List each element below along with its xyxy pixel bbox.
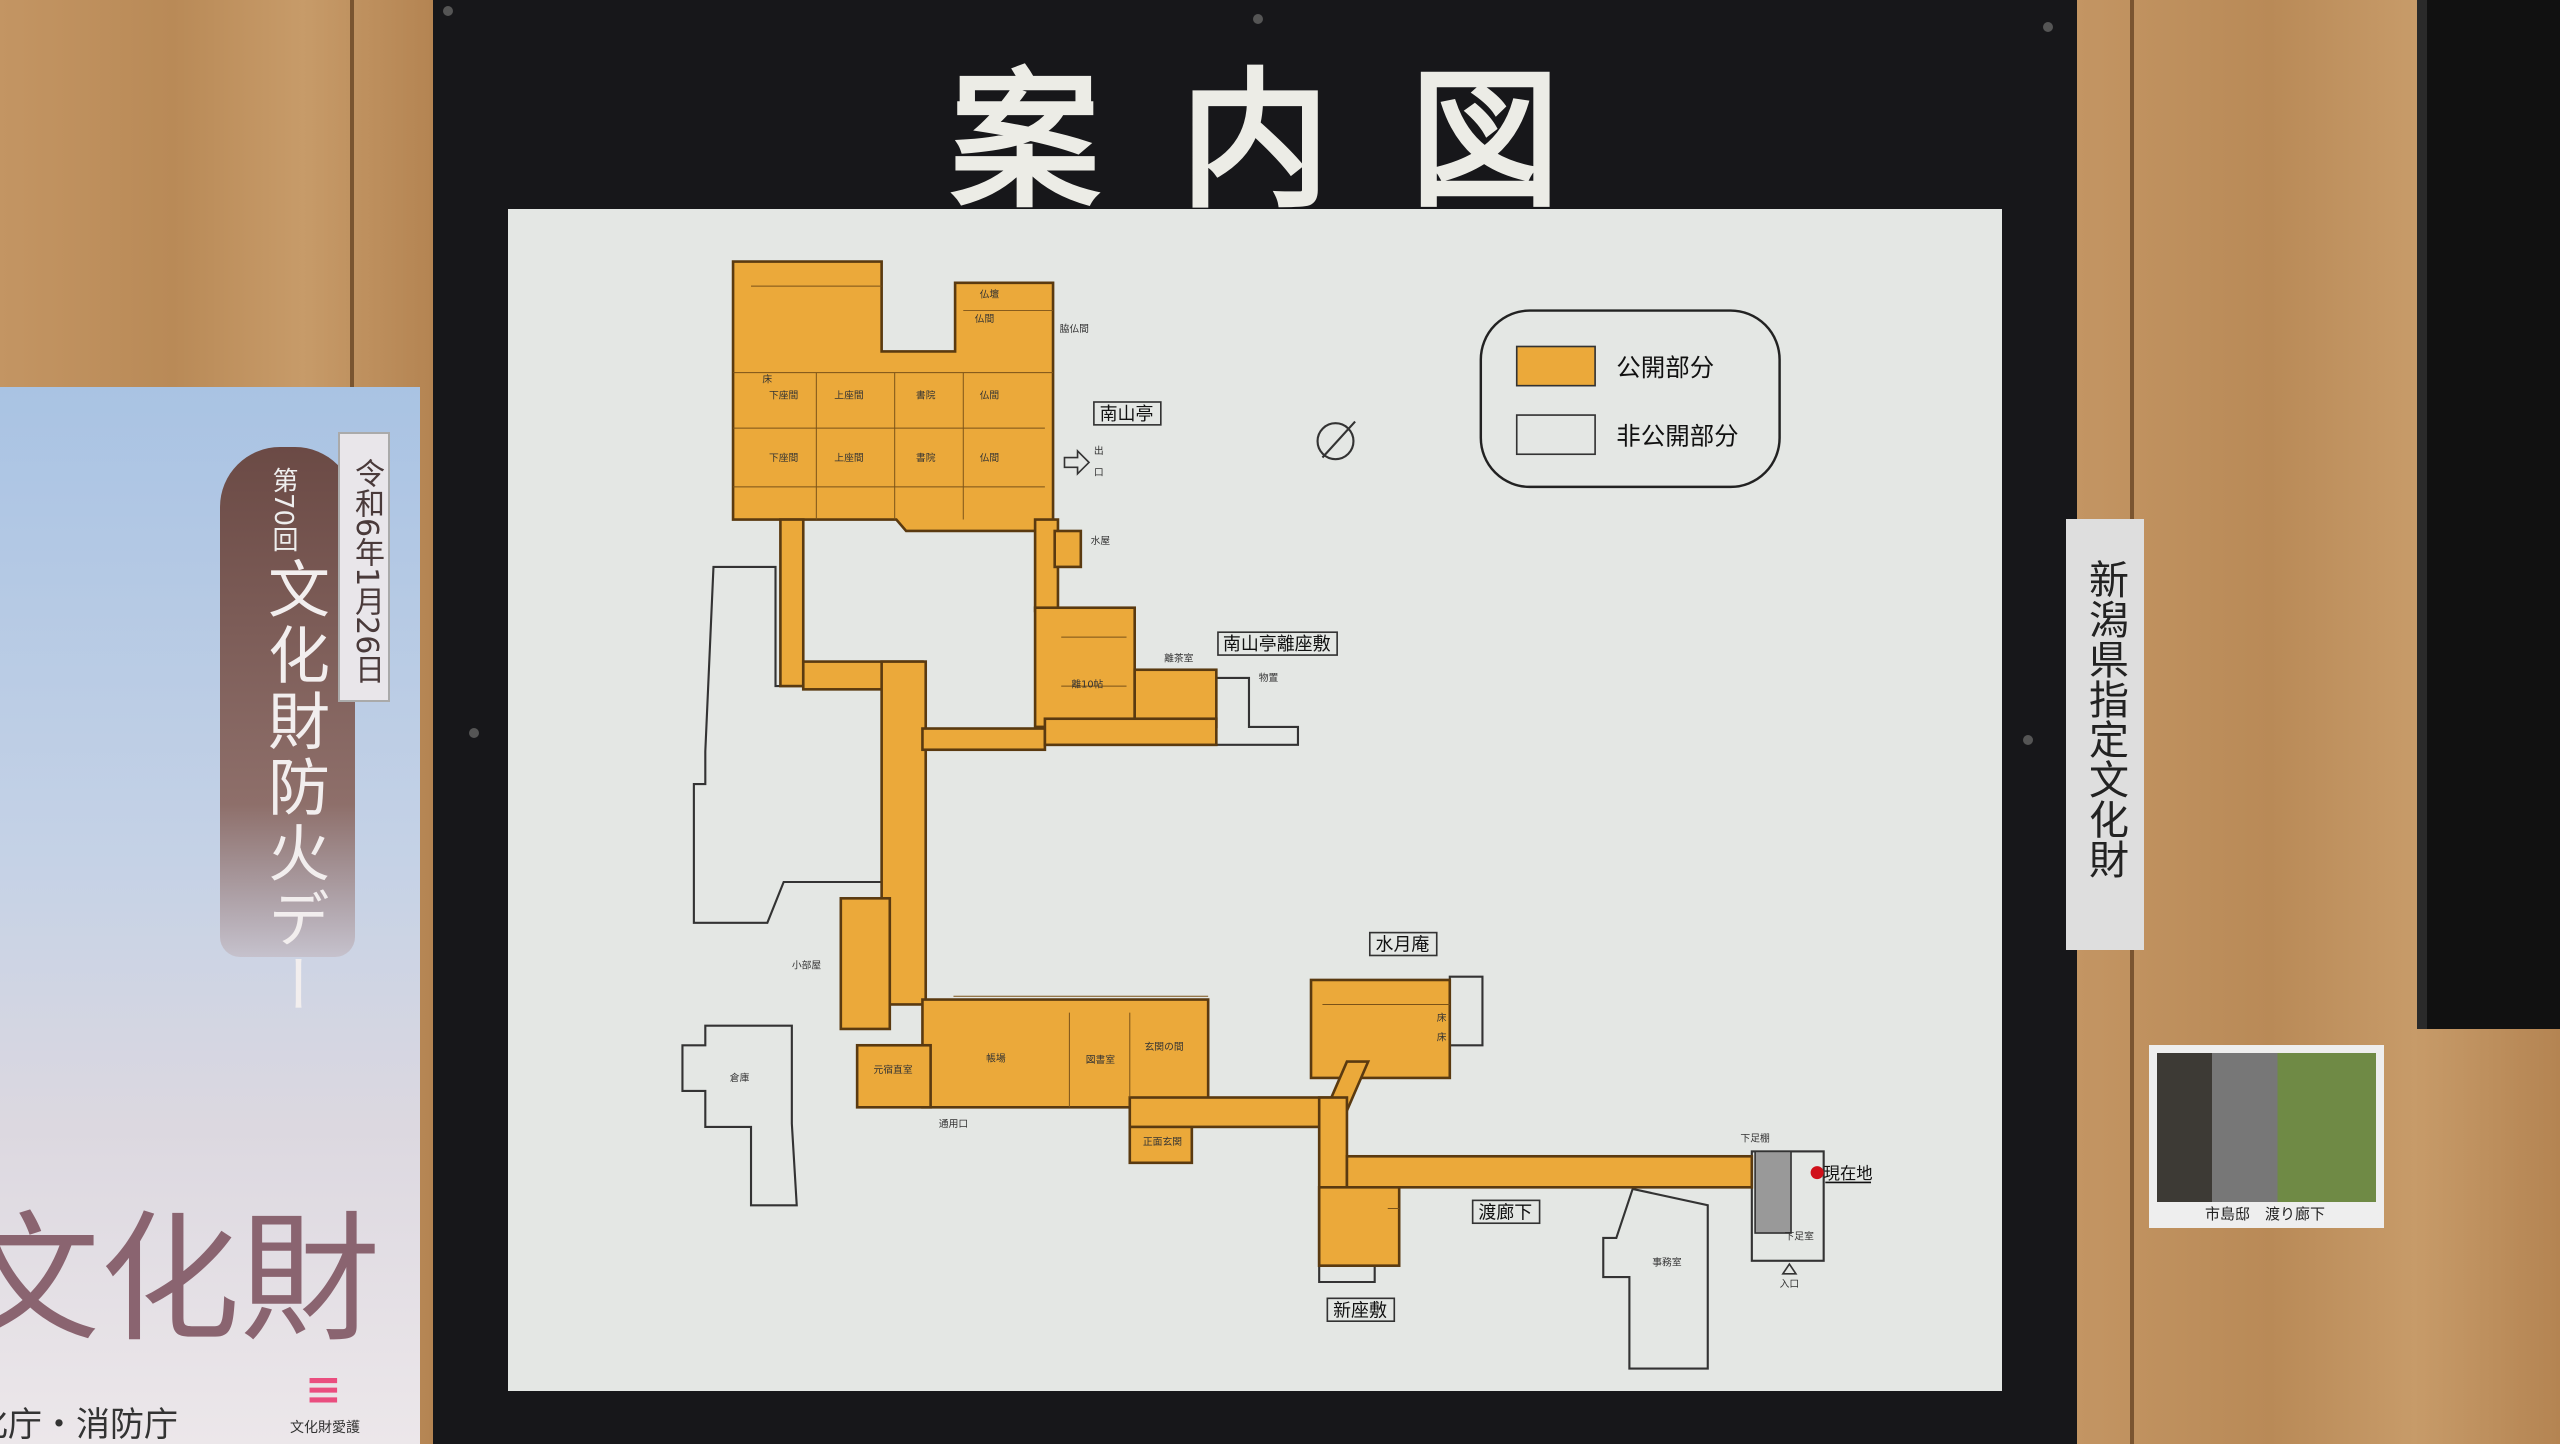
- screw: [443, 6, 453, 16]
- room-label: 帳場: [986, 1052, 1006, 1065]
- designation-sign: 新潟県指定文化財: [2066, 519, 2144, 950]
- legend: 公開部分 非公開部分: [1479, 309, 1781, 489]
- poster-banner: [220, 447, 355, 957]
- room-label: 床: [1437, 1011, 1447, 1024]
- room-label: 床: [1437, 1030, 1447, 1043]
- room-label: 上座間: [834, 451, 863, 464]
- room-label: 仏壇: [980, 288, 1000, 301]
- poster-big-text: 文化財: [0, 1199, 381, 1362]
- poster-logo: ≡: [305, 1364, 342, 1415]
- compass-icon: [1316, 420, 1356, 461]
- screw: [2043, 22, 2053, 32]
- exit-arrow-icon: [1063, 449, 1091, 476]
- room-label: 仏間: [980, 390, 1000, 402]
- area-hanare: [1033, 606, 1136, 729]
- room-label: 下座間: [769, 389, 798, 402]
- photo-caption: 市島邸 渡り廊下: [2199, 1203, 2332, 1224]
- screw: [1253, 14, 1263, 24]
- room-label: 玄関の間: [1145, 1040, 1184, 1053]
- outline-west: [692, 565, 883, 924]
- outline-hanare-annex: [1215, 676, 1300, 746]
- legend-label-public: 公開部分: [1616, 353, 1714, 382]
- current-location-marker: [1810, 1166, 1824, 1180]
- corridor: [779, 518, 805, 688]
- outline-souko: [681, 1024, 798, 1207]
- room-label: 仏間: [975, 313, 995, 325]
- room-label: 下足棚: [1740, 1132, 1770, 1145]
- room-label: 下座間: [769, 451, 798, 464]
- room-label: 離茶室: [1164, 652, 1194, 665]
- label-watarirouka: 渡廊下: [1478, 1202, 1532, 1223]
- room-label: 仏間: [980, 452, 1000, 464]
- room-label: 脇仏間: [1060, 323, 1089, 335]
- area-nanzantei: [731, 260, 1055, 533]
- label-shinzashiki: 新座敷: [1333, 1300, 1387, 1321]
- room-label: 書院: [916, 451, 936, 464]
- room-label: 正面玄関: [1143, 1135, 1182, 1148]
- legend-label-private: 非公開部分: [1616, 421, 1738, 450]
- room-label: 物置: [1259, 671, 1279, 684]
- room-label: 事務室: [1652, 1256, 1682, 1269]
- area-main-lower: [921, 998, 1210, 1109]
- outline-shinzashiki-annex: [1318, 1264, 1376, 1284]
- room-mizuya: [1053, 529, 1083, 569]
- fire-prevention-poster: 令和6年1月26日 第70回 文化財防火デー 文化財 文化庁・消防庁 ≡ 文化財…: [0, 387, 420, 1444]
- photo-image: [2157, 1053, 2376, 1202]
- room-label: 書院: [916, 389, 936, 402]
- room-kobeya: [839, 897, 892, 1031]
- poster-logo-text: 文化財愛護: [290, 1420, 360, 1436]
- room-label: 下足室: [1785, 1230, 1815, 1243]
- room-label: 床: [762, 372, 772, 385]
- area-suigetsuan: [1309, 978, 1452, 1080]
- public-areas: [731, 260, 1754, 1267]
- label-current-location: 現在地: [1824, 1164, 1873, 1183]
- label-suigetsuan: 水月庵: [1376, 935, 1430, 956]
- poster-headline: 文化財防火デー: [257, 557, 330, 1019]
- room-labels: 仏壇 脇仏間 仏間 床 下座間 上座間 書院 仏間 下座間 上座間 書院 仏間 …: [730, 288, 1814, 1290]
- legend-swatch-public: [1515, 345, 1596, 387]
- entrance-triangle-icon: [1781, 1262, 1798, 1275]
- room-label: 水屋: [1091, 535, 1111, 547]
- poster-edition: 第70回: [268, 467, 298, 553]
- area-shinzashiki: [1317, 1186, 1401, 1267]
- room-shukuchoku: [855, 1043, 932, 1109]
- outline-jimushitsu: [1602, 1187, 1709, 1370]
- corridor: [1128, 1096, 1341, 1129]
- getabako-shelf: [1754, 1150, 1792, 1234]
- room-label: 図書室: [1086, 1053, 1116, 1066]
- label-hanare: 南山亭離座敷: [1223, 634, 1331, 655]
- room-label: 通用口: [939, 1118, 968, 1130]
- corridor: [1043, 717, 1218, 747]
- room-label: 小部屋: [792, 959, 822, 972]
- room-label: 倉庫: [730, 1071, 750, 1084]
- room-label: 元宿直室: [873, 1063, 912, 1076]
- board-title: 案内図: [949, 55, 1640, 229]
- outline-suigetsu-annex: [1448, 975, 1484, 1047]
- room-label: 上座間: [834, 389, 863, 402]
- poster-date: 令和6年1月26日: [338, 432, 390, 702]
- label-nanzantei: 南山亭: [1100, 404, 1154, 425]
- room-label: 離10帖: [1071, 678, 1103, 691]
- corridor-watarirouka: [1345, 1154, 1754, 1189]
- screw: [2023, 735, 2033, 745]
- sign-text: 新潟県指定文化財: [2082, 559, 2128, 879]
- area-labels: 南山亭 南山亭離座敷 水月庵 渡廊下 新座敷 現在地: [1093, 401, 1873, 1323]
- screw: [469, 728, 479, 738]
- corridor-photo: 市島邸 渡り廊下: [2149, 1045, 2384, 1228]
- picture-frame: [2417, 0, 2560, 1029]
- room-chashitsu: [1133, 668, 1218, 729]
- legend-swatch-private: [1515, 414, 1596, 456]
- tatami-lines: [733, 285, 1450, 1210]
- room-label: 出: [1094, 444, 1104, 457]
- room-label: 口: [1094, 467, 1104, 478]
- corridor: [921, 727, 1047, 752]
- poster-org: 文化庁・消防庁: [0, 1405, 178, 1444]
- room-label: 入口: [1780, 1279, 1800, 1290]
